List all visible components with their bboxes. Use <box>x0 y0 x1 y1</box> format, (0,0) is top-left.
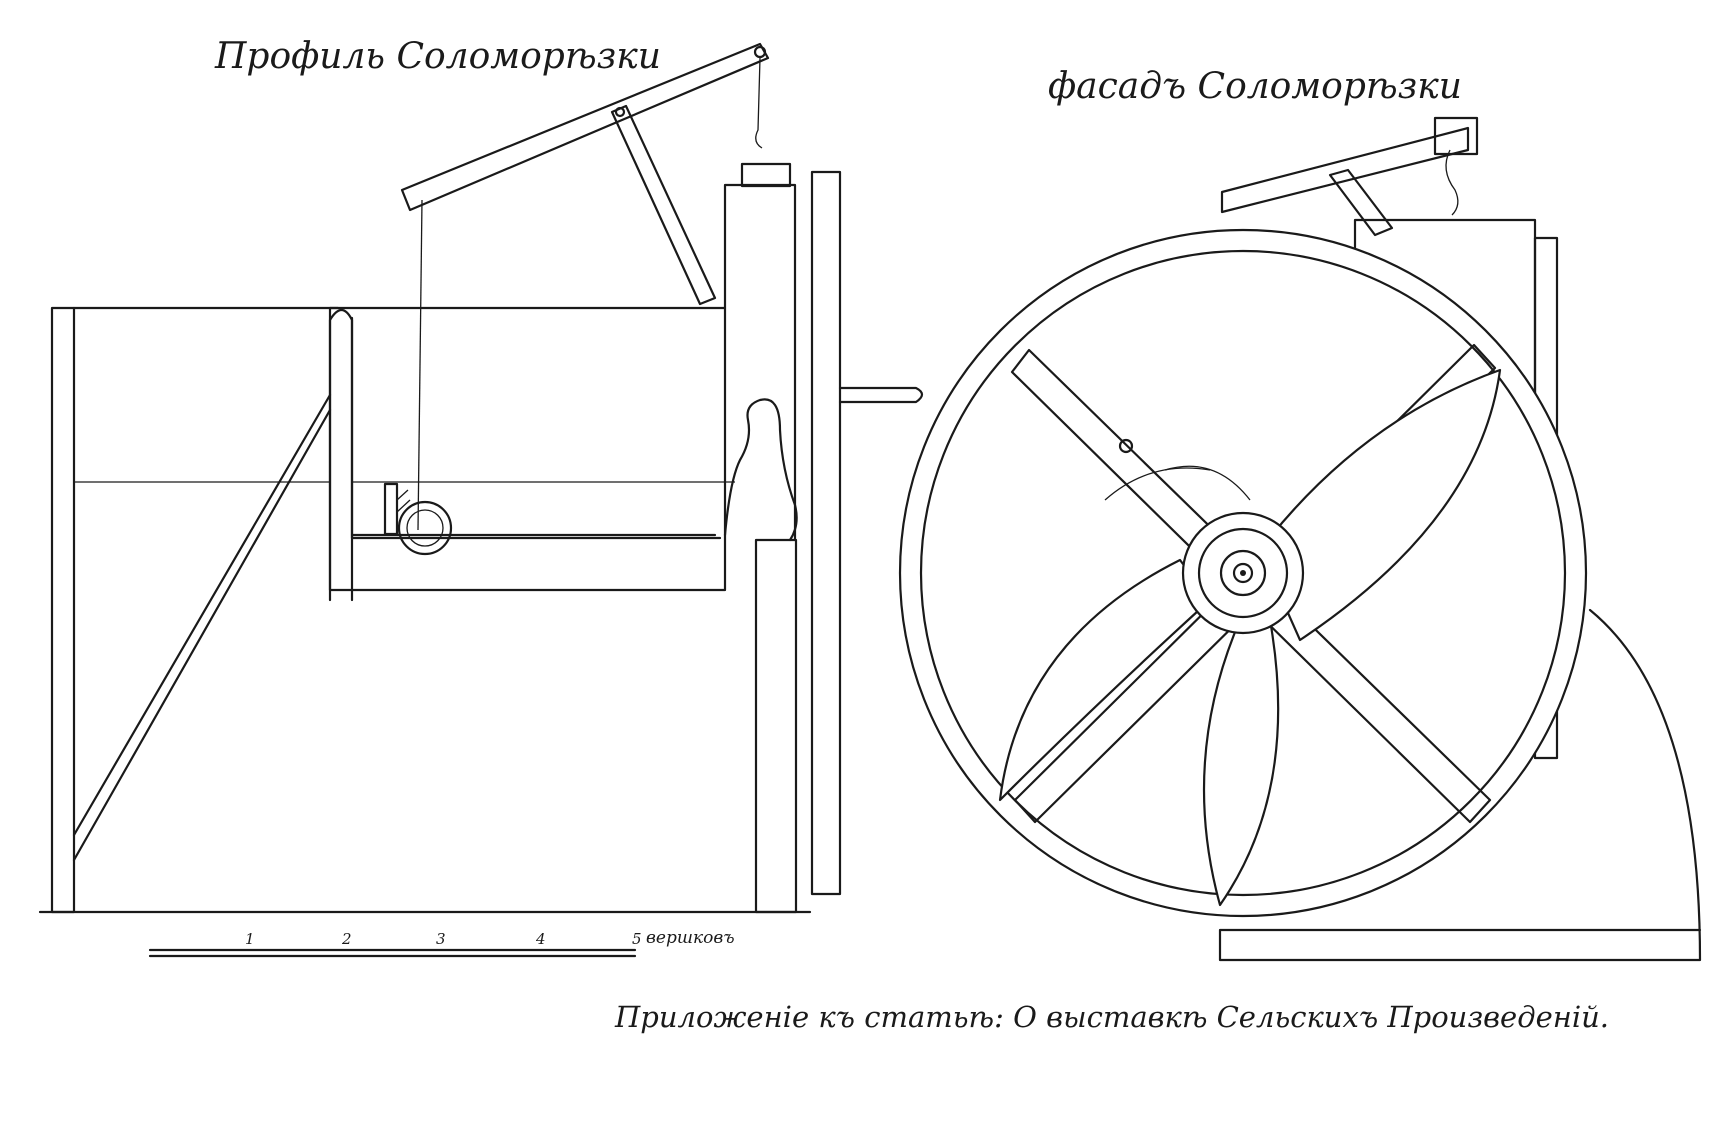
vertical-post <box>754 538 798 914</box>
weight-block <box>740 162 792 188</box>
scale-tick-4: 4 <box>536 930 546 948</box>
blade-bottom <box>1202 618 1280 907</box>
facade-lever <box>1220 126 1470 214</box>
plate-caption: Приложеніе къ статьѣ: О выставкѣ Сельски… <box>615 1000 1610 1034</box>
profile-title: Профиль Соломорѣзки <box>215 36 661 77</box>
diagonal-brace-inner <box>72 393 332 837</box>
profile-view <box>38 42 924 914</box>
facade-view <box>898 116 1702 962</box>
scale-tick-2: 2 <box>342 930 352 948</box>
facade-title: фасадъ Соломорѣзки <box>1048 66 1462 107</box>
axle-stub <box>838 386 924 404</box>
lever-pivot <box>753 45 767 59</box>
upper-housing <box>723 183 797 542</box>
lever-arm <box>400 42 770 212</box>
toothed-roller <box>383 482 453 556</box>
facade-hook <box>1445 149 1459 216</box>
blade-upper <box>1258 368 1502 642</box>
left-post <box>50 306 76 914</box>
trough-inner <box>350 316 722 540</box>
facade-strut <box>1328 168 1394 237</box>
hanging-cord <box>417 199 423 531</box>
scale-tick-1: 1 <box>245 930 255 948</box>
scale-bar <box>148 948 637 958</box>
strut-pivot <box>614 106 626 118</box>
blade-lower <box>998 558 1212 802</box>
mouth-block <box>723 398 798 542</box>
scale-tick-3: 3 <box>436 930 446 948</box>
diagonal-brace <box>72 408 332 862</box>
flywheel-edge <box>810 170 842 896</box>
scale-tick-5: 5 <box>632 930 642 948</box>
back-quadrant <box>1218 608 1702 962</box>
scale-unit: вершковъ <box>646 928 735 948</box>
front-post <box>328 308 354 602</box>
lever-head <box>1433 116 1479 156</box>
hook-chain <box>755 57 763 149</box>
trough-body <box>328 306 727 592</box>
flywheel <box>898 228 1588 918</box>
lever-strut <box>610 104 717 306</box>
